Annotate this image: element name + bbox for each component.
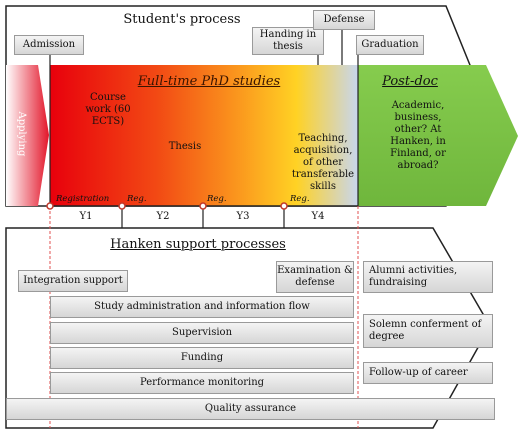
teaching-label: Teaching, acquisition, of other transfer…	[291, 133, 355, 192]
reg-dot-icon	[280, 202, 288, 210]
integration-support-box: Integration support	[18, 270, 128, 292]
reg-dot-icon	[199, 202, 207, 210]
postdoc-arrow	[358, 65, 518, 206]
year-y4: Y4	[311, 211, 325, 222]
support-bar: Funding	[50, 347, 354, 369]
support-bar: Performance monitoring	[50, 372, 354, 394]
examination-defense-box: Examination & defense	[276, 261, 354, 293]
quality-assurance-bar: Quality assurance	[6, 398, 495, 420]
solemn-conferment-box: Solemn conferment of degree	[363, 314, 493, 348]
graduation-box: Graduation	[356, 35, 424, 55]
year-y1: Y1	[79, 211, 93, 222]
phd-band	[50, 65, 358, 206]
reg-label-2: Reg.	[207, 194, 227, 204]
postdoc-title: Post-doc	[382, 74, 438, 89]
handing-in-box: Handing in thesis	[252, 27, 324, 55]
reg-dot-icon	[118, 202, 126, 210]
registration-label: Registration	[56, 194, 110, 204]
thesis-label: Thesis	[168, 141, 202, 152]
course-work-label: Course work (60 ECTS)	[85, 92, 131, 127]
phd-title: Full-time PhD studies	[137, 74, 281, 89]
support-bar: Study administration and information flo…	[50, 296, 354, 318]
follow-up-box: Follow-up of career	[363, 362, 493, 384]
alumni-box: Alumni activities, fundraising	[363, 261, 493, 293]
applying-label: Applying	[16, 111, 27, 157]
year-y3: Y3	[236, 211, 250, 222]
reg-label-3: Reg.	[290, 194, 310, 204]
support-bar: Supervision	[50, 322, 354, 344]
reg-label-1: Reg.	[127, 194, 147, 204]
postdoc-text: Academic, business, other? At Hanken, in…	[390, 100, 446, 171]
student-process-title: Student's process	[123, 12, 241, 27]
support-process-title: Hanken support processes	[110, 237, 286, 252]
year-y2: Y2	[156, 211, 170, 222]
defense-box: Defense	[313, 10, 375, 30]
applying-chevron	[6, 65, 49, 206]
admission-box: Admission	[14, 35, 84, 55]
registration-dot-icon	[46, 202, 54, 210]
